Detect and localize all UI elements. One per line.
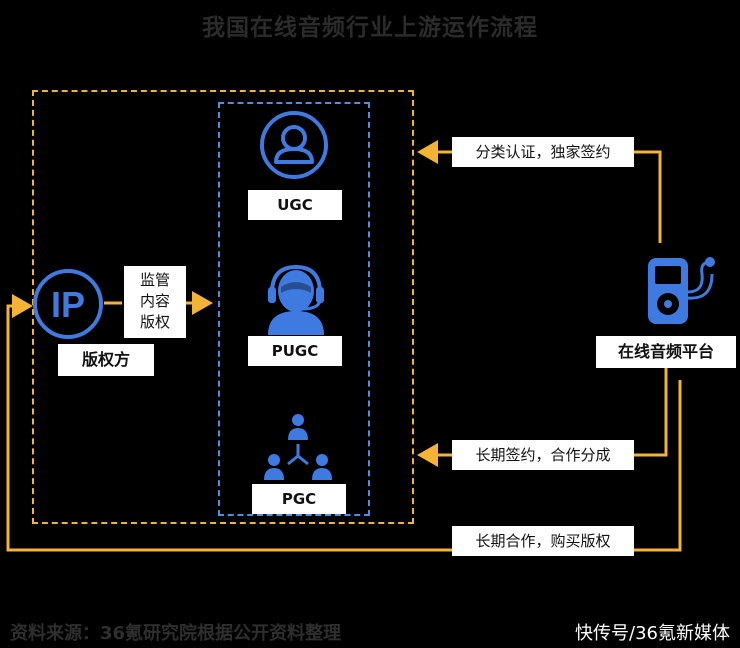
pugc-label: PUGC <box>248 336 342 366</box>
content-producers-region <box>218 102 370 516</box>
platform-label: 在线音频平台 <box>596 336 736 368</box>
pgc-label: PGC <box>252 484 346 514</box>
long-term-sign-label: 长期签约，合作分成 <box>452 440 634 470</box>
user-icon <box>260 111 328 179</box>
headset-user-icon <box>268 264 324 335</box>
supervise-label: 监管 内容 版权 <box>124 266 186 338</box>
certify-label: 分类认证，独家签约 <box>452 137 634 167</box>
watermark: 快传号/36氪新媒体 <box>575 623 730 644</box>
mp3-player-icon <box>648 257 715 324</box>
copyright-owner-label: 版权方 <box>58 344 154 376</box>
svg-text:IP: IP <box>51 284 85 325</box>
org-chart-icon <box>264 414 332 480</box>
buy-arrow <box>6 294 682 552</box>
buy-copyright-label: 长期合作，购买版权 <box>452 526 634 556</box>
source-note: 资料来源：36氪研究院根据公开资料整理 <box>10 623 342 644</box>
ugc-label: UGC <box>248 190 342 220</box>
page-title: 我国在线音频行业上游运作流程 <box>202 14 538 40</box>
upstream-region <box>32 90 414 524</box>
ip-icon: IP <box>33 269 103 339</box>
